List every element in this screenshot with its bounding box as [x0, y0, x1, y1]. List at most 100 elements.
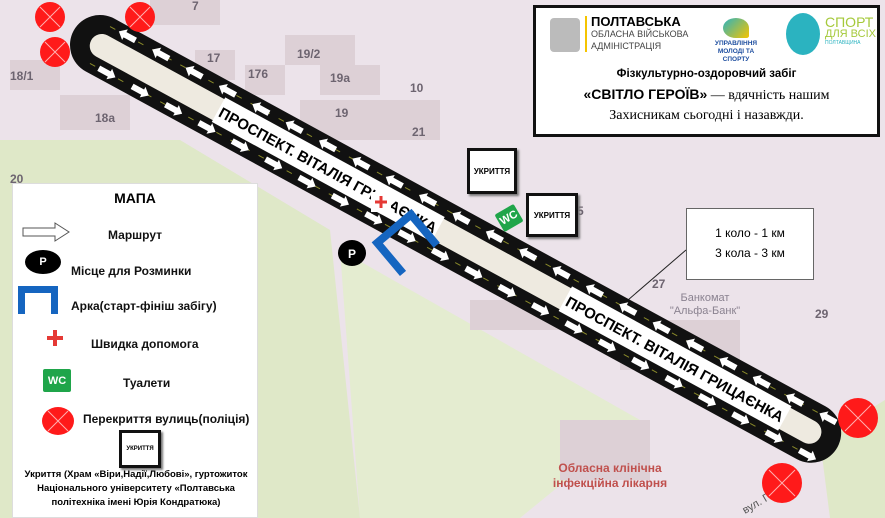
- distance-info: 1 коло - 1 км 3 кола - 3 км: [686, 208, 814, 280]
- event-tagline: — вдячність нашим: [707, 88, 830, 103]
- shelter-label: УКРИТТЯ: [533, 210, 571, 220]
- svg-text:19a: 19a: [330, 71, 350, 85]
- event-type: Фізкультурно-оздоровчий забіг: [616, 68, 797, 80]
- oblast-admin-logo: ПОЛТАВСЬКА ОБЛАСНА ВІЙСЬКОВА АДМІНІСТРАЦ…: [585, 14, 689, 52]
- route-direction-arrow: [797, 447, 817, 462]
- route-direction-arrow: [786, 393, 805, 407]
- legend-title: МАПА: [114, 190, 156, 206]
- legend-warmup: Місце для Розминки: [71, 264, 192, 278]
- org1-sub: ОБЛАСНА ВІЙСЬКОВА: [591, 29, 689, 39]
- first-aid-icon: [47, 330, 63, 346]
- road-closure-icon: [42, 407, 74, 435]
- shelter-marker: УКРИТТЯ: [467, 148, 517, 194]
- building-numbers: 18/1 18a 17 19/2 176 19a 19 21 10 7 27 2…: [10, 0, 829, 321]
- hospital-label: Обласна клінічна: [558, 461, 662, 475]
- route-direction-arrow: [230, 138, 249, 152]
- svg-text:27: 27: [652, 277, 666, 291]
- route-direction-arrow: [385, 174, 404, 189]
- distance-3-laps: 3 кола - 3 км: [715, 246, 785, 260]
- route-direction-arrow: [497, 283, 516, 298]
- svg-text:176: 176: [248, 67, 268, 81]
- route-direction-arrow: [252, 102, 271, 116]
- route-direction-arrow: [531, 302, 550, 316]
- org1-name: ПОЛТАВСЬКА: [591, 14, 681, 29]
- svg-text:5: 5: [577, 204, 584, 218]
- route-direction-arrow: [719, 356, 738, 371]
- route-direction-arrow: [264, 156, 283, 171]
- org2-line2: МОЛОДІ ТА СПОРТУ: [717, 48, 755, 63]
- svg-text:20: 20: [10, 172, 24, 186]
- event-title: «СВІТЛО ГЕРОЇВ» — вдячність нашим: [536, 86, 877, 104]
- route-direction-arrow: [631, 356, 650, 371]
- route-direction-arrow: [364, 211, 383, 225]
- route-direction-arrow: [430, 247, 450, 262]
- route-direction-arrow: [319, 138, 338, 153]
- shelter-label: УКРИТТЯ: [473, 166, 511, 176]
- shelter-icon: УКРИТТЯ: [119, 430, 161, 468]
- route-direction-arrow: [597, 338, 616, 353]
- info-leader-line: [627, 249, 687, 301]
- sport-for-all-text: СПОРТ ДЛЯ ВСІХ ПОЛТАВЩИНА: [825, 15, 876, 47]
- route-direction-arrow: [419, 193, 438, 207]
- route-direction-arrow: [130, 83, 149, 98]
- route-direction-arrow: [285, 120, 304, 135]
- svg-text:19/2: 19/2: [297, 47, 321, 61]
- org3-line2: ДЛЯ ВСІХ: [825, 28, 876, 40]
- route-direction-arrow: [352, 156, 371, 171]
- org3-line3: ПОЛТАВЩИНА: [825, 40, 861, 46]
- svg-text:10: 10: [410, 81, 424, 95]
- svg-text:18a: 18a: [95, 111, 115, 125]
- route-direction-arrow: [397, 229, 416, 243]
- route-direction-arrow: [686, 338, 705, 353]
- youth-sport-logo: УПРАВЛІННЯ МОЛОДІ ТА СПОРТУ: [706, 18, 766, 64]
- svg-text:19: 19: [335, 106, 349, 120]
- route-direction-arrow: [185, 65, 204, 80]
- svg-text:18/1: 18/1: [10, 69, 34, 83]
- svg-text:7: 7: [192, 0, 199, 13]
- event-name: «СВІТЛО ГЕРОЇВ»: [583, 86, 708, 102]
- map-legend: МАПА Маршрут P Місце для Розминки Арка(с…: [12, 183, 258, 518]
- coat-of-arms-logo: [550, 18, 580, 52]
- route-direction-arrow: [519, 247, 538, 262]
- atm-label: Банкомат: [681, 292, 730, 304]
- route-direction-arrow: [297, 174, 316, 189]
- svg-text:21: 21: [412, 125, 426, 139]
- hospital-label-2: інфекційна лікарня: [553, 476, 667, 490]
- event-header: ПОЛТАВСЬКА ОБЛАСНА ВІЙСЬКОВА АДМІНІСТРАЦ…: [533, 5, 880, 137]
- legend-arch: Арка(старт-фініш забігу): [71, 299, 217, 313]
- route-direction-arrow: [652, 320, 671, 335]
- route-direction-arrow: [752, 375, 771, 389]
- sport-for-all-logo: [786, 13, 820, 55]
- route-direction-arrow: [485, 229, 504, 244]
- warmup-icon: P: [338, 240, 366, 266]
- route-direction-arrow: [330, 192, 349, 207]
- org1-sub2: АДМІНІСТРАЦІЯ: [591, 41, 662, 51]
- route-direction-arrow: [152, 47, 171, 62]
- arch-icon: [18, 286, 58, 314]
- route-direction-arrow: [97, 65, 116, 80]
- svg-text:29: 29: [815, 307, 829, 321]
- route-direction-arrow: [731, 411, 750, 425]
- warmup-icon: P: [25, 250, 61, 274]
- route-direction-arrow: [619, 302, 638, 316]
- route-direction-arrow: [764, 429, 783, 444]
- route-direction-arrow: [819, 411, 838, 426]
- wc-icon: WC: [43, 369, 71, 392]
- route-direction-arrow: [452, 211, 471, 225]
- route-direction-arrow: [164, 101, 183, 116]
- arrow-icon: [22, 222, 70, 242]
- route-track[interactable]: ПРОСПЕКТ. ВІТАЛІЯ ГРИЦАЄНКА ПРОСПЕКТ. ВІ…: [59, 4, 852, 473]
- road-closure-icon: [35, 2, 65, 32]
- arch-icon: [371, 208, 440, 277]
- atm-label-2: "Альфа-Банк": [670, 305, 740, 317]
- legend-first-aid: Швидка допомога: [91, 337, 199, 351]
- org3-line1: СПОРТ: [825, 14, 874, 30]
- event-tagline-2: Захисникам сьогодні і назавжди.: [609, 108, 804, 123]
- route-direction-arrow: [218, 84, 238, 98]
- legend-wc: Туалети: [123, 376, 171, 390]
- legend-road-closure: Перекриття вулиць(поліція): [83, 412, 250, 426]
- svg-text:17: 17: [207, 51, 221, 65]
- route-direction-arrow: [664, 374, 683, 389]
- org2-line1: УПРАВЛІННЯ: [714, 40, 758, 47]
